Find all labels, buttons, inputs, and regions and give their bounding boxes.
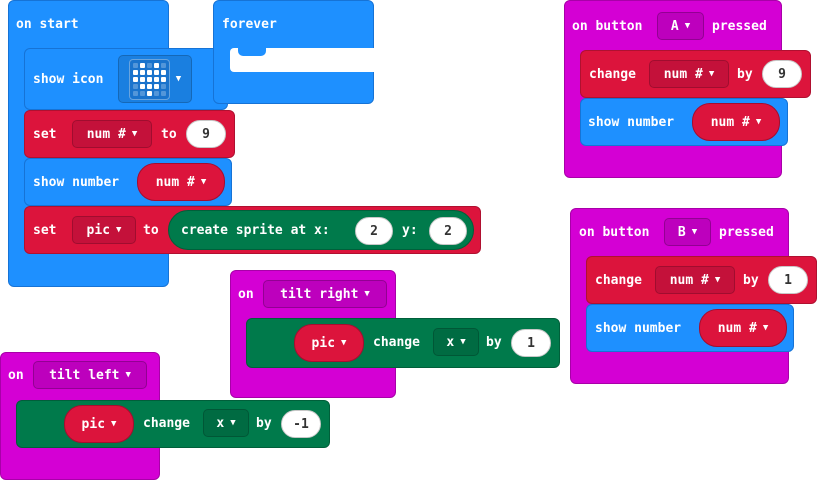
sprite-variable-pill[interactable]: pic ▼ xyxy=(294,324,364,362)
chevron-down-icon: ▼ xyxy=(714,275,721,285)
show-number-label: show number xyxy=(33,175,120,190)
chevron-down-icon: ▼ xyxy=(684,21,691,31)
change-value-field[interactable]: 1 xyxy=(511,329,551,357)
chevron-down-icon: ▼ xyxy=(131,129,138,139)
variable-pill-num[interactable]: num # ▼ xyxy=(692,103,780,141)
on-label: on xyxy=(238,287,254,302)
change-value-field[interactable]: 1 xyxy=(768,266,808,294)
change-value-field[interactable]: 9 xyxy=(762,60,802,88)
variable-name: num # xyxy=(155,174,195,190)
sprite-y-label: y: xyxy=(402,223,418,238)
sprite-y-field[interactable]: 2 xyxy=(429,217,467,245)
property-dropdown[interactable]: x ▼ xyxy=(203,409,249,437)
on-button-label: on button xyxy=(579,225,650,240)
variable-name: pic xyxy=(311,335,336,351)
by-label: by xyxy=(256,416,272,431)
on-start-label: on start xyxy=(16,17,79,32)
chevron-down-icon: ▼ xyxy=(762,323,769,333)
variable-dropdown-num[interactable]: num # ▼ xyxy=(72,120,152,148)
on-button-label: on button xyxy=(572,19,643,34)
property-name: x xyxy=(216,415,225,431)
chevron-down-icon: ▼ xyxy=(175,74,182,84)
gesture-name: tilt right xyxy=(280,286,359,302)
variable-name: pic xyxy=(81,416,106,432)
chevron-down-icon: ▼ xyxy=(125,370,131,380)
chevron-down-icon: ▼ xyxy=(460,337,466,347)
variable-name: num # xyxy=(669,272,709,288)
show-number-label: show number xyxy=(595,321,682,336)
property-name: x xyxy=(446,334,455,350)
gesture-name: tilt left xyxy=(49,367,120,383)
set-label: set xyxy=(33,127,57,142)
button-dropdown-b[interactable]: B ▼ xyxy=(664,218,711,246)
button-name: B xyxy=(677,224,686,240)
change-label: change xyxy=(373,335,420,350)
variable-dropdown-pic[interactable]: pic ▼ xyxy=(72,216,136,244)
variable-dropdown-num[interactable]: num # ▼ xyxy=(649,60,729,88)
property-dropdown[interactable]: x ▼ xyxy=(433,328,479,356)
create-sprite-block[interactable] xyxy=(168,210,474,250)
chevron-down-icon: ▼ xyxy=(200,177,207,187)
by-label: by xyxy=(486,335,502,350)
show-icon-label: show icon xyxy=(33,72,104,87)
sprite-variable-pill[interactable]: pic ▼ xyxy=(64,405,134,443)
by-label: by xyxy=(737,67,753,82)
forever-slot-notch xyxy=(238,48,266,56)
on-label: on xyxy=(8,368,24,383)
chevron-down-icon: ▼ xyxy=(230,418,236,428)
gesture-dropdown[interactable]: tilt left ▼ xyxy=(33,361,147,389)
chevron-down-icon: ▼ xyxy=(116,225,122,235)
chevron-down-icon: ▼ xyxy=(111,419,117,429)
by-label: by xyxy=(743,273,759,288)
variable-name: num # xyxy=(717,320,757,336)
icon-picker[interactable]: ▼ xyxy=(118,55,192,103)
variable-name: num # xyxy=(663,66,703,82)
change-label: change xyxy=(143,416,190,431)
change-label: change xyxy=(589,67,636,82)
variable-name: pic xyxy=(86,222,111,238)
change-value-field[interactable]: -1 xyxy=(281,410,321,438)
to-label: to xyxy=(143,223,159,238)
button-dropdown-a[interactable]: A ▼ xyxy=(657,12,704,40)
set-label: set xyxy=(33,223,57,238)
chevron-down-icon: ▼ xyxy=(341,338,347,348)
create-sprite-label: create sprite at x: xyxy=(181,223,330,238)
variable-dropdown-num[interactable]: num # ▼ xyxy=(655,266,735,294)
chevron-down-icon: ▼ xyxy=(755,117,762,127)
change-label: change xyxy=(595,273,642,288)
variable-pill-num[interactable]: num # ▼ xyxy=(699,309,787,347)
variable-pill-num[interactable]: num # ▼ xyxy=(137,163,225,201)
pressed-label: pressed xyxy=(719,225,774,240)
chevron-down-icon: ▼ xyxy=(691,227,698,237)
chevron-down-icon: ▼ xyxy=(364,289,370,299)
gesture-dropdown[interactable]: tilt right ▼ xyxy=(263,280,387,308)
forever-label: forever xyxy=(222,17,277,32)
to-label: to xyxy=(161,127,177,142)
chevron-down-icon: ▼ xyxy=(708,69,715,79)
set-value-field[interactable]: 9 xyxy=(186,120,226,148)
sprite-x-field[interactable]: 2 xyxy=(355,217,393,245)
button-name: A xyxy=(670,18,679,34)
pressed-label: pressed xyxy=(712,19,767,34)
variable-name: num # xyxy=(710,114,750,130)
heart-icon xyxy=(128,58,170,100)
variable-name: num # xyxy=(86,126,126,142)
show-number-label: show number xyxy=(588,115,675,130)
